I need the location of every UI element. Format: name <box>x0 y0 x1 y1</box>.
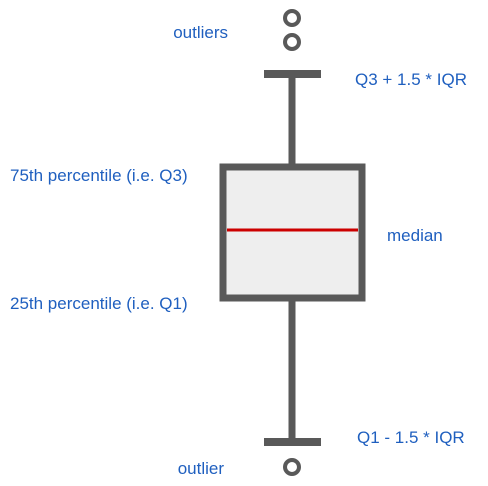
q3-label: 75th percentile (i.e. Q3) <box>10 166 188 185</box>
median-label: median <box>387 226 443 245</box>
iqr-box <box>219 163 366 302</box>
q1-label: 25th percentile (i.e. Q1) <box>10 294 188 313</box>
lower-whisker-label: Q1 - 1.5 * IQR <box>357 428 465 447</box>
outliers-label: outliers <box>173 23 228 42</box>
outlier-circle-top-2 <box>283 33 301 51</box>
outlier-label: outlier <box>178 459 225 478</box>
outlier-circle-top-1 <box>283 9 301 27</box>
upper-whisker-label: Q3 + 1.5 * IQR <box>355 70 467 89</box>
outlier-circle-bottom <box>283 458 301 476</box>
